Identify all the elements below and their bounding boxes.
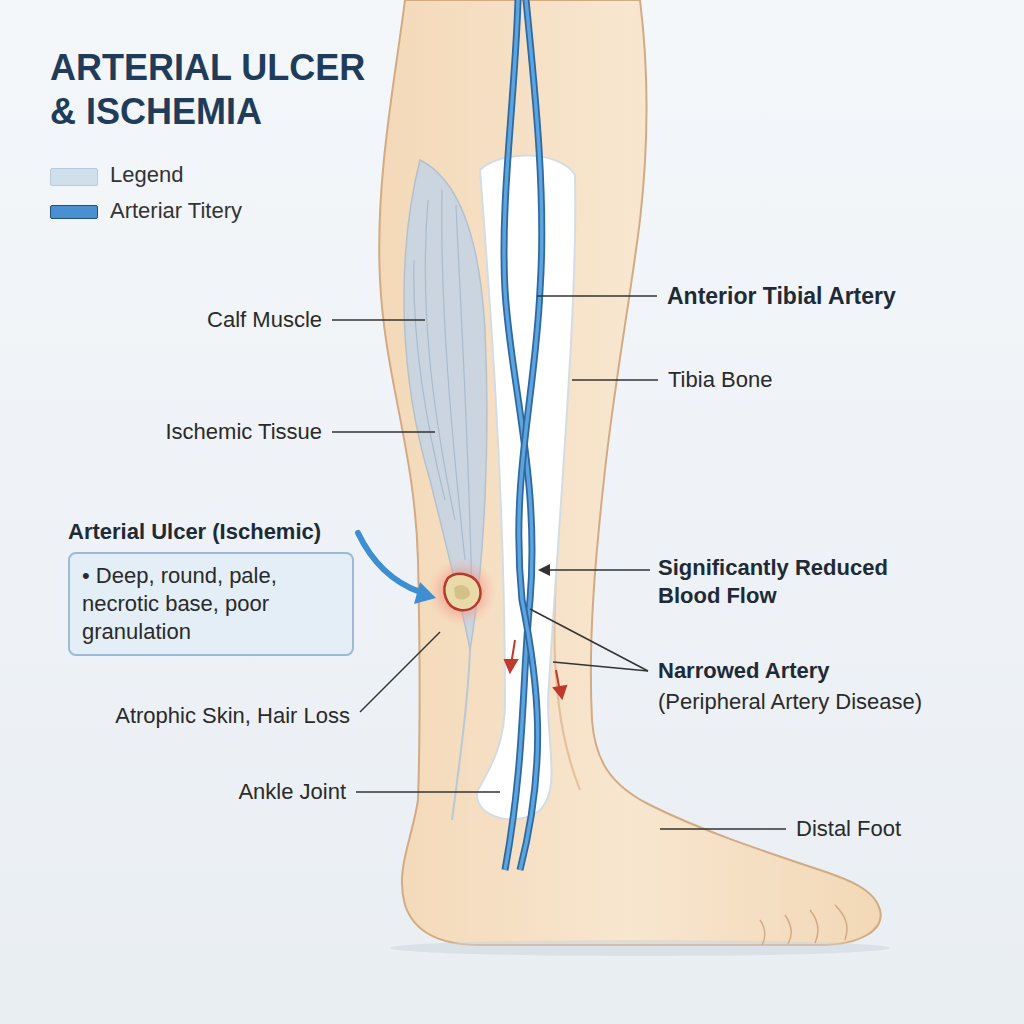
part-label: Tibia Bone <box>668 366 772 394</box>
artery <box>504 0 542 870</box>
callout-body-box: • Deep, round, pale, necrotic base, poor… <box>68 552 354 656</box>
diagram-title: ARTERIAL ULCER & ISCHEMIA <box>50 46 385 134</box>
part-label: Distal Foot <box>796 815 901 843</box>
callout-heading: Arterial Ulcer (Ischemic) <box>68 518 354 546</box>
part-label: (Peripheral Artery Disease) <box>658 688 922 716</box>
leader-arrowhead <box>538 564 550 576</box>
part-label: Calf Muscle <box>207 306 322 334</box>
ulcer <box>428 558 496 626</box>
legend-swatch <box>50 205 98 219</box>
part-label: Anterior Tibial Artery <box>667 282 896 310</box>
part-label: Significantly Reduced Blood Flow <box>658 554 943 610</box>
part-label: Narrowed Artery <box>658 657 830 685</box>
leg-outline <box>379 0 890 956</box>
callout-body-text: • Deep, round, pale, necrotic base, poor… <box>82 562 340 646</box>
callout-box: Arterial Ulcer (Ischemic) • Deep, round, … <box>68 518 354 656</box>
legend-swatch <box>50 168 98 186</box>
legend-text: Legend <box>110 161 183 189</box>
part-label: Ischemic Tissue <box>166 418 323 446</box>
part-label: Atrophic Skin, Hair Loss <box>115 702 350 730</box>
legend-text: Arteriar Titery <box>110 197 242 225</box>
flow-arrows <box>505 640 566 698</box>
part-label: Ankle Joint <box>238 778 346 806</box>
callout-arrow <box>358 533 436 604</box>
calf-muscle <box>404 160 487 820</box>
